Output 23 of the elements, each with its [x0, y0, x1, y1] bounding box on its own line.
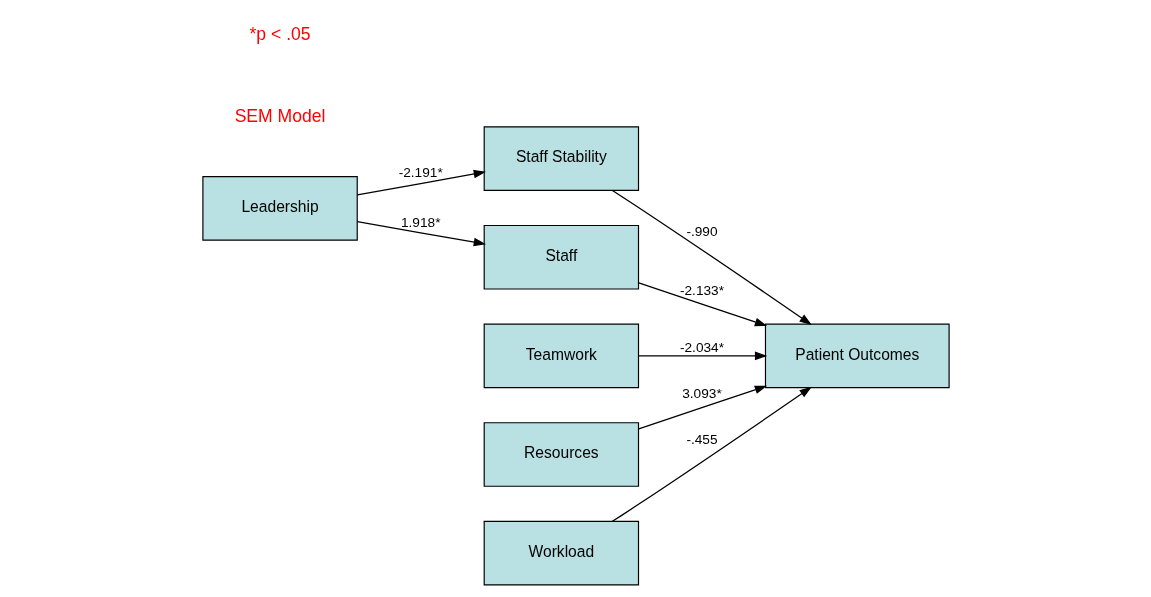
- arrow: [637, 282, 767, 327]
- node-box: Staff: [483, 224, 639, 290]
- node-box: Workload: [483, 520, 639, 586]
- node-box: Leadership: [201, 176, 358, 241]
- edge-label: -.990: [685, 223, 718, 239]
- arrow: [356, 221, 486, 247]
- edge-label: -2.034*: [679, 340, 724, 356]
- node-box: Resources: [483, 422, 639, 487]
- arrow: [637, 351, 767, 361]
- edge-label: -2.191*: [398, 165, 443, 181]
- arrow: [611, 386, 812, 522]
- arrow: [611, 189, 812, 326]
- arrow: [637, 385, 767, 430]
- node-box: Teamwork: [483, 323, 639, 389]
- edge-label: 1.918*: [400, 215, 440, 231]
- edge-label: 3.093*: [681, 386, 722, 402]
- label: SEM Model: [234, 105, 325, 126]
- edge-label: -2.133*: [679, 282, 724, 298]
- node-box: Patient Outcomes: [764, 323, 950, 389]
- label: *p < .05: [249, 23, 311, 44]
- edge-label: -.455: [685, 431, 718, 447]
- node-box: Staff Stability: [483, 126, 639, 191]
- arrow: [356, 169, 486, 196]
